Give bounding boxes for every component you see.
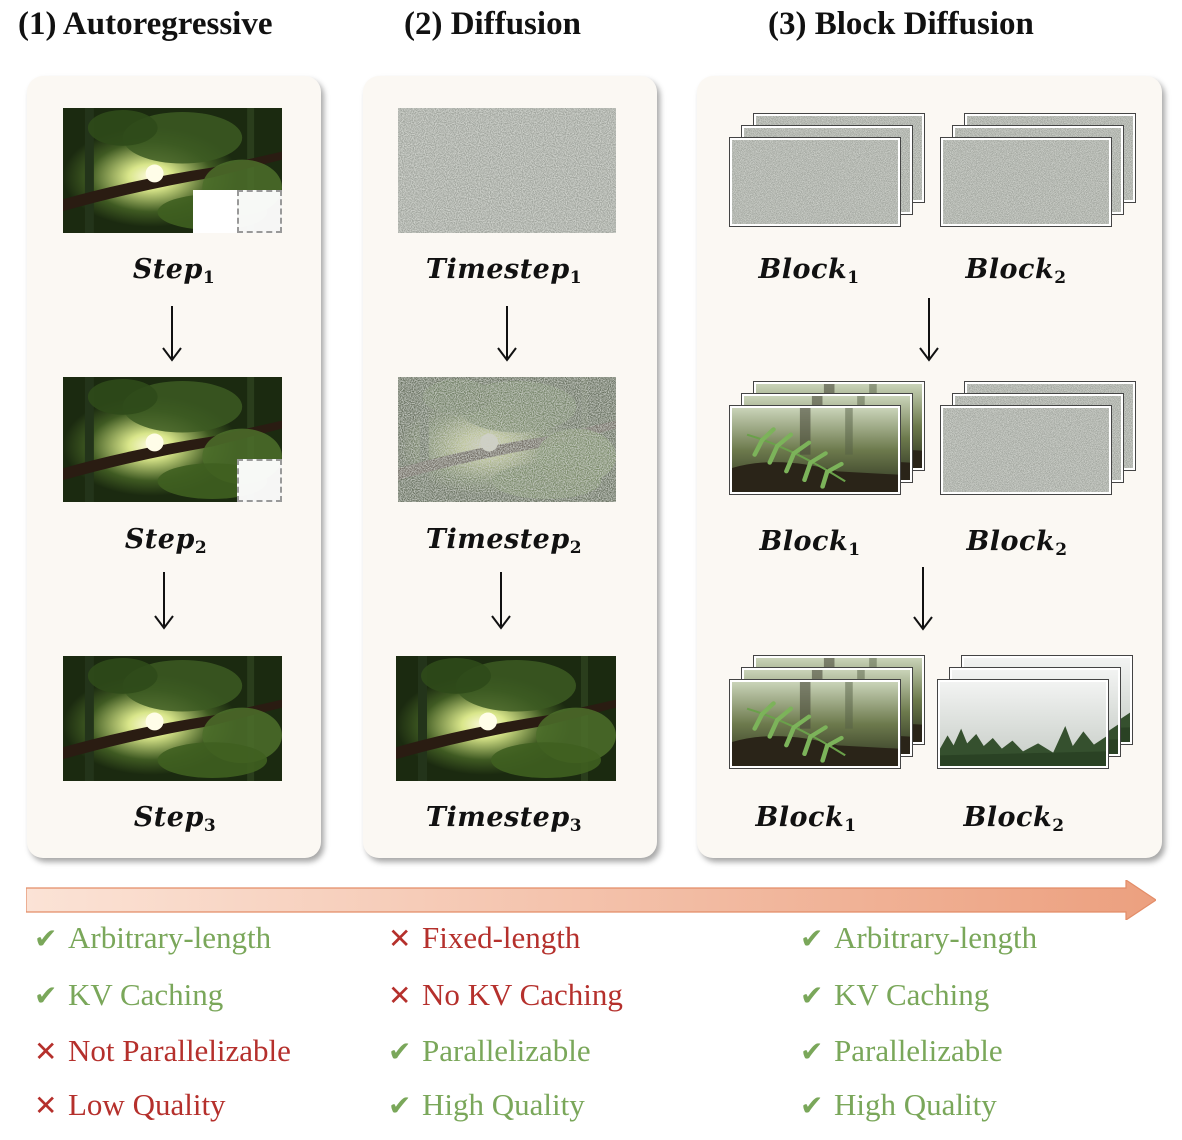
property-diffusion-3: ✔ Parallelizable xyxy=(388,1033,591,1069)
panel-diffusion: Timestep1 Timestep2 Timestep3 xyxy=(363,76,657,858)
property-label: KV Caching xyxy=(68,977,224,1012)
label-block-2-row-2: Block2 xyxy=(966,526,1068,560)
image-timestep-2 xyxy=(398,377,616,502)
check-icon: ✔ xyxy=(34,922,58,955)
cross-icon: ✕ xyxy=(388,979,412,1012)
block-2-stack-noise xyxy=(941,114,1135,226)
check-icon: ✔ xyxy=(34,979,58,1012)
property-diffusion-1: ✕ Fixed-length xyxy=(388,920,580,956)
down-arrow-icon xyxy=(162,306,182,362)
property-label: High Quality xyxy=(834,1087,997,1122)
block-1-stack-clean xyxy=(730,656,924,768)
property-block-diffusion-1: ✔ Arbitrary-length xyxy=(800,920,1037,956)
label-timestep-2: Timestep2 xyxy=(425,524,583,558)
property-diffusion-4: ✔ High Quality xyxy=(388,1087,585,1123)
masked-token xyxy=(193,190,237,233)
progression-arrow xyxy=(26,880,1156,920)
label-block-1-row-2: Block1 xyxy=(759,526,861,560)
down-arrow-icon xyxy=(154,572,174,630)
down-arrow-icon xyxy=(913,567,933,631)
property-autoregressive-3: ✕ Not Parallelizable xyxy=(34,1033,291,1069)
cross-icon: ✕ xyxy=(34,1089,58,1122)
column-title-autoregressive: (1) Autoregressive xyxy=(18,6,273,42)
column-title-diffusion: (2) Diffusion xyxy=(404,6,581,42)
property-label: Arbitrary-length xyxy=(68,920,272,955)
panel-autoregressive: Step1 Step2 Step3 xyxy=(27,76,321,858)
property-label: Parallelizable xyxy=(422,1033,591,1068)
label-block-1-row-1: Block1 xyxy=(758,254,860,288)
image-timestep-3 xyxy=(396,656,616,781)
check-icon: ✔ xyxy=(388,1035,412,1068)
property-block-diffusion-4: ✔ High Quality xyxy=(800,1087,997,1123)
cross-icon: ✕ xyxy=(34,1035,58,1068)
property-label: Fixed-length xyxy=(422,920,581,955)
property-autoregressive-1: ✔ Arbitrary-length xyxy=(34,920,271,956)
masked-token-dashed xyxy=(237,190,282,233)
check-icon: ✔ xyxy=(800,979,824,1012)
label-step-2: Step2 xyxy=(124,524,208,558)
down-arrow-icon xyxy=(919,298,939,362)
check-icon: ✔ xyxy=(800,1089,824,1122)
property-autoregressive-2: ✔ KV Caching xyxy=(34,977,223,1013)
label-step-3: Step3 xyxy=(133,802,217,836)
property-label: Low Quality xyxy=(68,1087,226,1122)
label-block-2-row-1: Block2 xyxy=(965,254,1067,288)
block-2-stack-clean xyxy=(938,656,1132,768)
down-arrow-icon xyxy=(491,572,511,630)
property-block-diffusion-3: ✔ Parallelizable xyxy=(800,1033,1003,1069)
masked-token-dashed xyxy=(237,459,282,502)
block-1-stack-denoised xyxy=(730,382,924,494)
property-label: Parallelizable xyxy=(834,1033,1003,1068)
check-icon: ✔ xyxy=(388,1089,412,1122)
panel-block-diffusion: Block1 Block2 Block1 Block2 Block1 Block… xyxy=(697,76,1162,858)
property-label: No KV Caching xyxy=(422,977,623,1012)
label-block-2-row-3: Block2 xyxy=(963,802,1065,836)
property-diffusion-2: ✕ No KV Caching xyxy=(388,977,623,1013)
property-autoregressive-4: ✕ Low Quality xyxy=(34,1087,226,1123)
check-icon: ✔ xyxy=(800,922,824,955)
block-1-stack-noise xyxy=(730,114,924,226)
label-step-1: Step1 xyxy=(132,254,216,288)
property-label: KV Caching xyxy=(834,977,990,1012)
property-label: Arbitrary-length xyxy=(834,920,1038,955)
property-label: High Quality xyxy=(422,1087,585,1122)
image-step-2 xyxy=(63,377,282,502)
image-step-1 xyxy=(63,108,282,233)
label-block-1-row-3: Block1 xyxy=(755,802,857,836)
property-block-diffusion-2: ✔ KV Caching xyxy=(800,977,989,1013)
image-timestep-1 xyxy=(398,108,616,233)
property-label: Not Parallelizable xyxy=(68,1033,291,1068)
column-title-block-diffusion: (3) Block Diffusion xyxy=(768,6,1034,42)
label-timestep-3: Timestep3 xyxy=(425,802,583,836)
cross-icon: ✕ xyxy=(388,922,412,955)
check-icon: ✔ xyxy=(800,1035,824,1068)
image-step-3 xyxy=(63,656,282,781)
label-timestep-1: Timestep1 xyxy=(425,254,583,288)
block-2-stack-noise xyxy=(941,382,1135,494)
down-arrow-icon xyxy=(497,306,517,362)
